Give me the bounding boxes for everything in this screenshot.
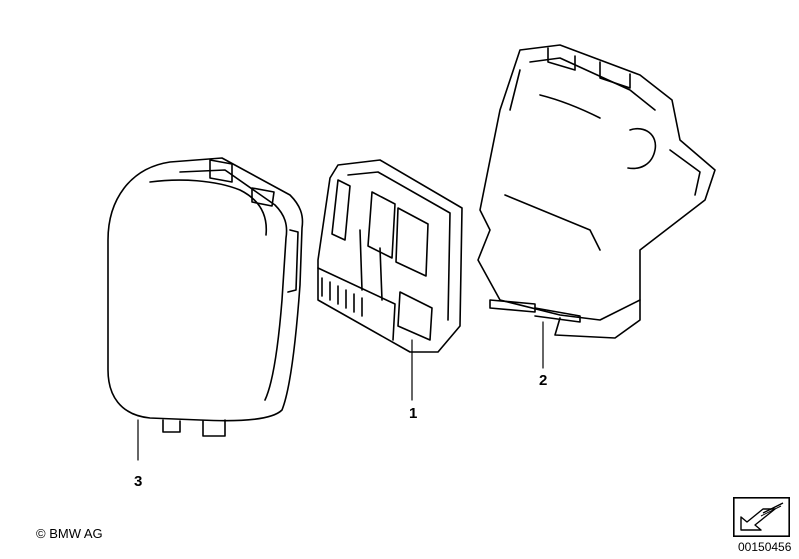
copyright-text: © BMW AG — [36, 526, 103, 541]
part-3-cover — [107, 157, 304, 461]
document-number: 00150456 — [738, 540, 792, 554]
arrow-nav-icon[interactable] — [733, 497, 790, 537]
callout-part-1: 1 — [409, 405, 418, 422]
callout-part-3: 3 — [134, 473, 143, 490]
part-1-module — [317, 159, 463, 401]
callout-part-2: 2 — [539, 372, 548, 389]
part-2-housing — [477, 44, 716, 369]
